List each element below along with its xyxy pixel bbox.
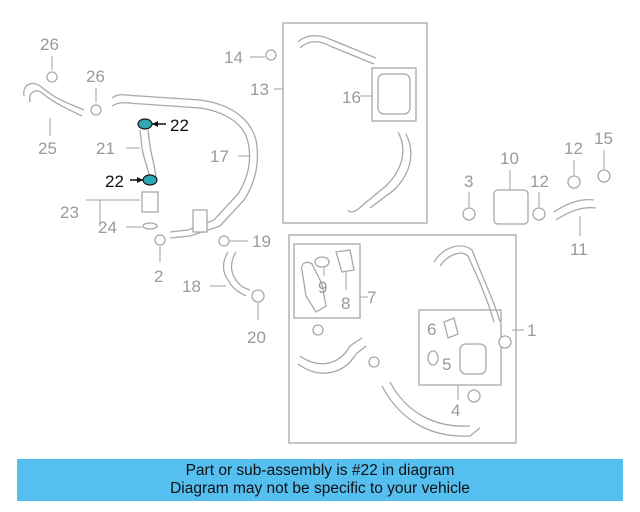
parts-diagram: 26 26 25 21 22 22 23 24 2 17 19 18 20 14…	[23, 22, 613, 444]
callout-24: 24	[98, 218, 117, 237]
banner-line-1: Part or sub-assembly is #22 in diagram	[185, 462, 455, 479]
part-16	[377, 73, 411, 115]
hose-1-bottom	[381, 381, 481, 437]
callout-25: 25	[38, 139, 57, 158]
callout-11: 11	[570, 240, 588, 259]
gasket-8	[335, 249, 355, 273]
callout-23: 23	[60, 203, 79, 222]
clamp-22-upper	[137, 118, 166, 130]
callout-20: 20	[247, 328, 266, 347]
clamp-2	[154, 234, 166, 262]
clamp-26-left	[46, 56, 58, 83]
group-box-13	[282, 22, 428, 224]
callout-1: 1	[527, 321, 536, 340]
callout-12-left: 12	[530, 172, 549, 191]
callout-17: 17	[210, 147, 229, 166]
info-banner: Part or sub-assembly is #22 in diagram D…	[17, 459, 623, 501]
clamp-4	[467, 389, 481, 403]
clamp-22-lower	[130, 174, 158, 186]
group-box-16	[371, 67, 417, 122]
callout-22-upper: 22	[170, 116, 189, 135]
clamp-1-c	[368, 356, 380, 368]
clamp-3	[462, 192, 476, 221]
oring-24	[142, 222, 158, 230]
clamp-12-left	[532, 192, 546, 221]
callout-12-right: 12	[564, 139, 583, 158]
callout-7: 7	[367, 288, 376, 307]
clamp-26-right	[90, 88, 102, 116]
hose-1-upper	[433, 245, 501, 323]
callout-6: 6	[427, 320, 436, 339]
gasket-6	[443, 317, 459, 339]
hose-13-lower	[347, 131, 412, 213]
leader-23	[86, 199, 140, 226]
housing-10	[493, 189, 529, 225]
callout-8: 8	[341, 294, 350, 313]
callout-10: 10	[500, 149, 519, 168]
callout-19: 19	[252, 232, 271, 251]
callout-9: 9	[318, 278, 327, 297]
callout-5: 5	[442, 355, 451, 374]
callout-14: 14	[224, 48, 243, 67]
banner-line-2: Diagram may not be specific to your vehi…	[170, 480, 470, 497]
pipe-17	[111, 94, 259, 239]
clamp-20	[251, 289, 265, 320]
housing-4	[459, 343, 487, 375]
hose-1-lower	[297, 337, 367, 374]
group-box-4	[418, 309, 502, 386]
callout-26-left: 26	[40, 35, 59, 54]
clip-14	[250, 49, 277, 61]
oring-5	[427, 350, 439, 366]
callout-21: 21	[96, 139, 115, 158]
callout-13: 13	[250, 80, 269, 99]
callout-16: 16	[342, 88, 361, 107]
bracket-17	[192, 209, 208, 233]
group-box-1	[288, 234, 517, 444]
clamp-1	[498, 329, 524, 349]
clamp-1-b	[312, 324, 324, 336]
housing-9	[300, 261, 327, 313]
callout-2: 2	[154, 267, 163, 286]
fitting-23	[141, 191, 159, 213]
hose-18	[222, 251, 251, 297]
hose-13-upper	[297, 35, 377, 65]
callout-15: 15	[594, 129, 613, 148]
hose-25	[23, 82, 85, 117]
callout-3: 3	[464, 172, 473, 191]
callout-18: 18	[182, 277, 201, 296]
hose-11	[553, 198, 597, 221]
callout-22-lower: 22	[105, 172, 124, 191]
oring-9	[314, 256, 330, 268]
callout-4: 4	[451, 401, 460, 420]
clamp-15	[597, 150, 611, 183]
callout-26-right: 26	[86, 67, 105, 86]
clamp-12-right	[567, 160, 581, 189]
group-box-7	[293, 243, 361, 319]
hose-21	[139, 129, 157, 179]
clamp-19	[218, 235, 248, 247]
